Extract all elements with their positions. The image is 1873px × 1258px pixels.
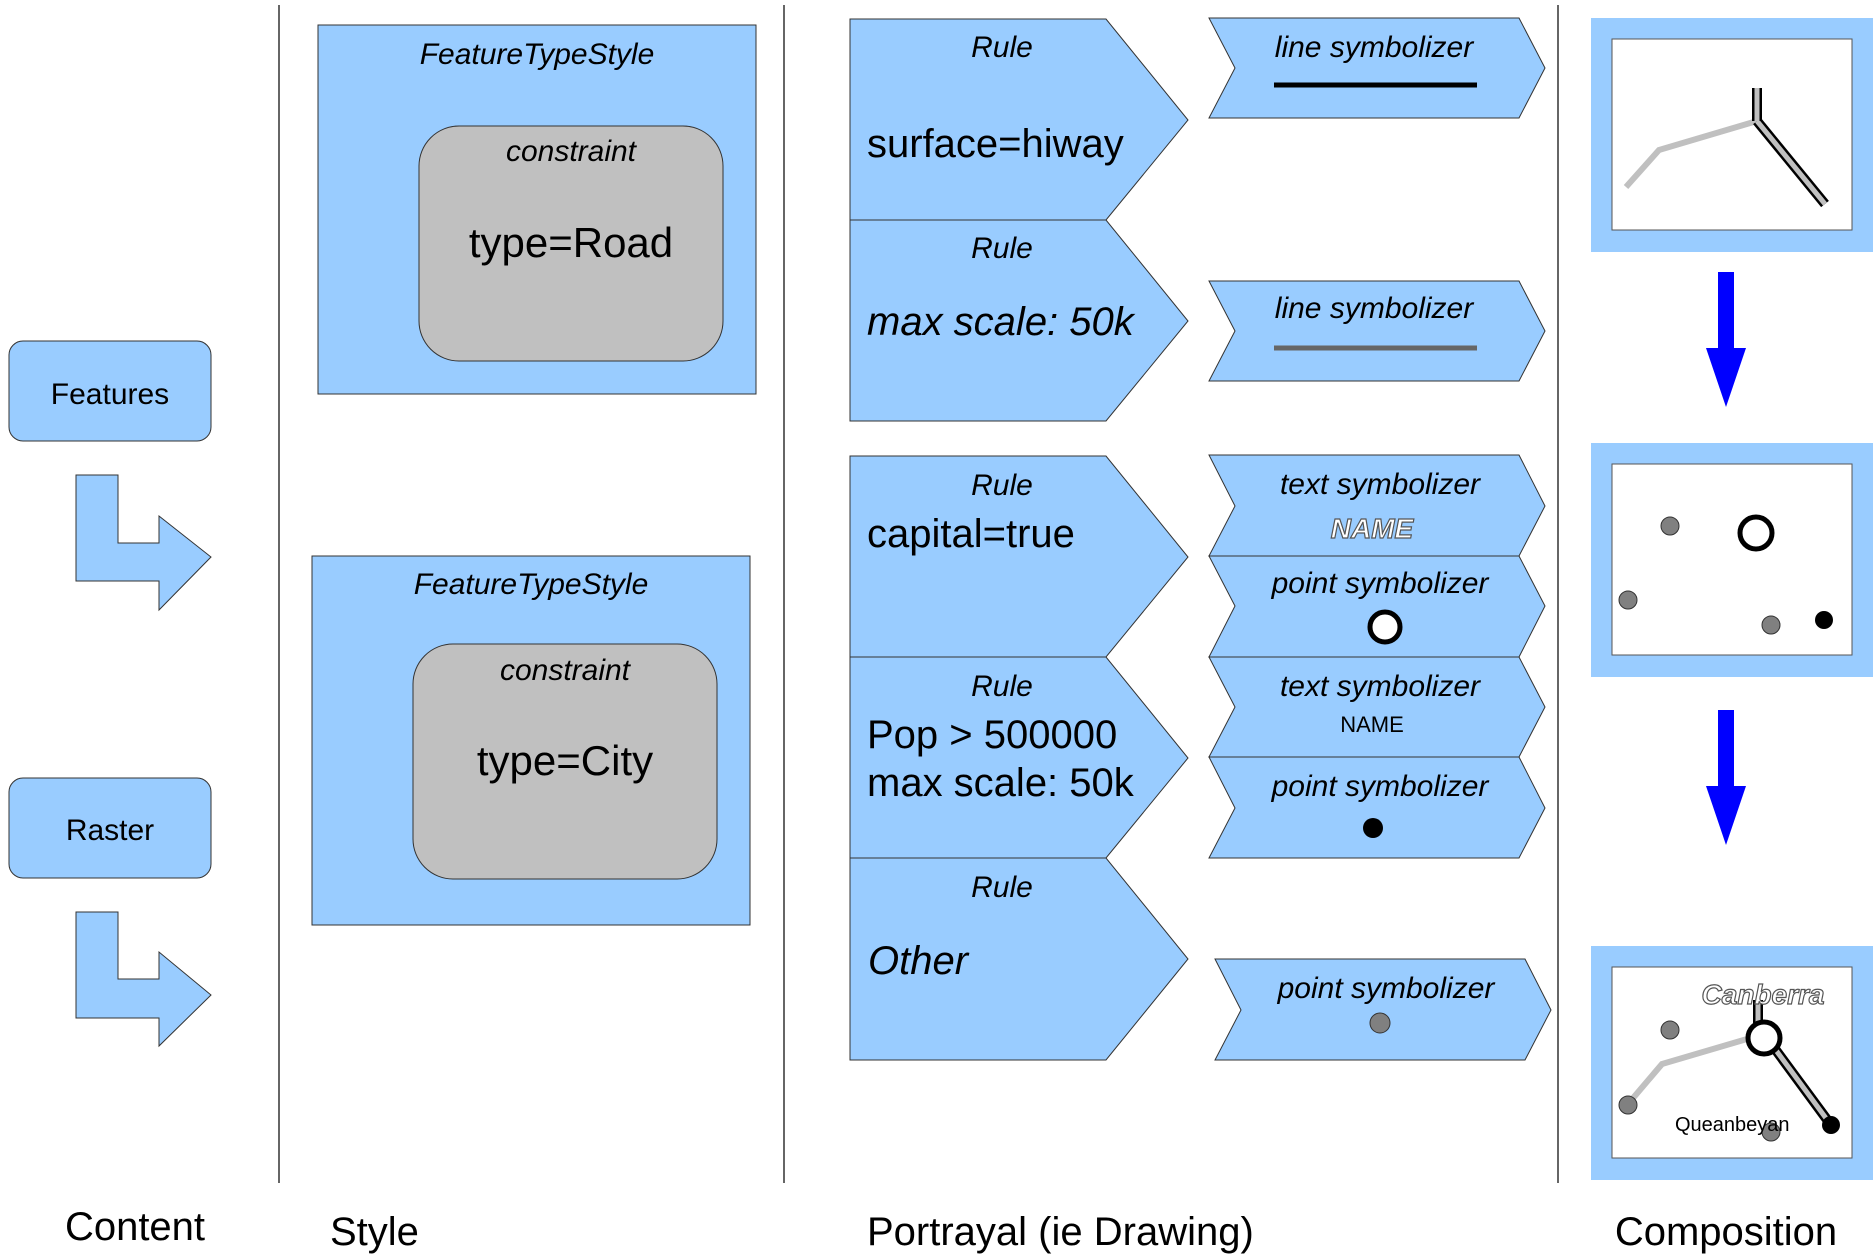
fts-city-title: FeatureTypeStyle [414,568,649,601]
constraint-city-title: constraint [500,654,632,687]
raster-label: Raster [66,814,154,847]
rule-4-line-2: max scale: 50k [867,761,1135,805]
composition-step-final: Canberra Queanbeyan [1591,946,1873,1180]
symbolizer-5-label: text symbolizer [1280,670,1481,703]
queanbeyan-label: Queanbeyan [1675,1114,1790,1136]
constraint-city-value: type=City [477,737,653,784]
line-symbolizer-grey: line symbolizer [1208,280,1546,382]
point-symbolizer-capital: point symbolizer [1208,555,1546,658]
constraint-road-title: constraint [506,135,638,168]
capital-point [1737,514,1775,552]
symbolizer-6-label: point symbolizer [1271,770,1490,803]
rule-population: Rule Pop > 500000 max scale: 50k [849,656,1189,859]
symbolizer-3-label: text symbolizer [1280,468,1481,501]
rule-2-line-1: max scale: 50k [867,300,1136,344]
highway-fill [1755,119,1827,206]
minor-road [1625,1031,1765,1106]
features-box: Features [8,340,212,442]
rule-3-line-1: capital=true [867,512,1075,556]
black-dot-swatch [1363,818,1383,838]
black-point [1815,611,1833,629]
text-symbolizer-capital: text symbolizer NAME [1208,454,1546,557]
minor-road [1623,118,1758,189]
composition-step-roads [1591,18,1873,252]
rule-2-title: Rule [971,232,1033,265]
constraint-road-value: type=Road [469,219,673,266]
open-circle-swatch [1367,609,1403,645]
canberra-label: Canberra [1702,979,1825,1010]
footer-content: Content [65,1205,205,1249]
rule-capital: Rule capital=true [849,455,1189,658]
halo-name-sample: NAME [1331,513,1415,544]
plain-name-sample: NAME [1340,712,1404,737]
symbolizer-1-label: line symbolizer [1275,31,1474,64]
features-label: Features [51,378,169,411]
rule-1-line-1: surface=hiway [867,122,1124,166]
raster-box: Raster [8,777,212,879]
rule-4-line-1: Pop > 500000 [867,713,1117,757]
footer-composition: Composition [1615,1210,1837,1254]
grey-point [1660,1020,1680,1040]
roads-canvas [1611,38,1853,231]
symbolizer-7-label: point symbolizer [1277,972,1496,1005]
rule-3-title: Rule [971,469,1033,502]
composition-arrow-1 [1706,272,1746,407]
grey-point [1660,516,1680,536]
point-symbolizer-pop: point symbolizer [1208,756,1546,859]
rule-other: Rule Other [849,857,1189,1061]
rule-max-scale: Rule max scale: 50k [849,219,1189,422]
feature-type-style-city: FeatureTypeStyle constraint type=City [311,555,751,926]
black-point [1822,1116,1840,1134]
footer-portrayal: Portrayal (ie Drawing) [867,1210,1254,1254]
grey-point [1761,615,1781,635]
line-symbolizer-black: line symbolizer [1208,17,1546,119]
rule-1-title: Rule [971,31,1033,64]
capital-point [1745,1019,1783,1057]
rule-5-line-1: Other [868,939,970,983]
text-symbolizer-pop: text symbolizer NAME [1208,656,1546,758]
symbolizer-4-label: point symbolizer [1271,567,1490,600]
grey-point [1761,1122,1781,1142]
footer-style: Style [330,1210,419,1254]
grey-dot-swatch [1369,1012,1391,1034]
points-canvas [1611,463,1853,656]
features-flow-arrow [75,474,212,612]
rule-5-title: Rule [971,871,1033,904]
fts-road-title: FeatureTypeStyle [420,38,655,71]
point-symbolizer-other: point symbolizer [1214,958,1552,1061]
final-canvas [1611,966,1853,1159]
composition-arrow-2 [1706,710,1746,845]
symbolizer-2-label: line symbolizer [1275,292,1474,325]
constraint-city-box [412,643,718,880]
rule-surface-hiway: Rule surface=hiway [849,18,1189,221]
grey-point [1618,590,1638,610]
rule-4-title: Rule [971,670,1033,703]
constraint-road-box [418,125,724,362]
feature-type-style-road: FeatureTypeStyle constraint type=Road [317,24,757,395]
grey-point [1618,1095,1638,1115]
composition-step-points [1591,443,1873,677]
raster-flow-arrow [75,911,212,1048]
